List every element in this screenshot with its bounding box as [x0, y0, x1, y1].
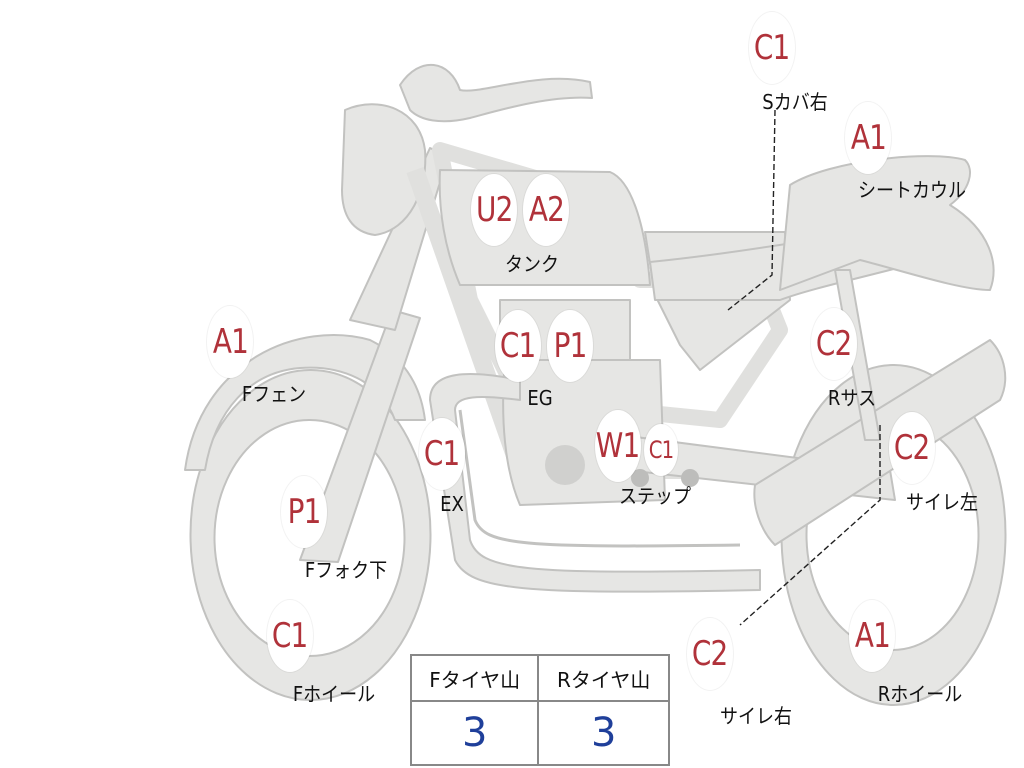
badge-seat-cowl: A1	[845, 102, 891, 174]
code-step-1: W1	[596, 426, 640, 466]
r-tire-header: Rタイヤ山	[537, 654, 670, 702]
leader-line-muffler	[739, 425, 881, 626]
badge-engine-2: P1	[547, 310, 593, 382]
label-engine: EG	[527, 386, 553, 410]
code-r-suspension: C2	[816, 324, 852, 364]
r-tire-value: 3	[537, 700, 670, 766]
badge-tank-1: U2	[471, 174, 517, 246]
badge-f-fender: A1	[207, 306, 253, 378]
label-f-fork-lower: Fフォク下	[304, 558, 388, 582]
step-peg-2	[681, 469, 699, 487]
label-muffler-right: サイレ右	[720, 704, 792, 728]
step-peg	[631, 469, 649, 487]
leader-line-s-cover	[727, 109, 776, 311]
label-step: ステップ	[619, 484, 691, 508]
badge-exhaust: C1	[419, 418, 465, 490]
label-f-wheel: Fホイール	[292, 682, 376, 706]
label-seat-cowl: シートカウル	[858, 178, 966, 202]
badge-muffler-right: C2	[687, 618, 733, 690]
muffler	[753, 339, 1007, 546]
label-r-suspension: Rサス	[827, 386, 877, 410]
exhaust-pipe-2	[458, 409, 741, 548]
badge-s-cover-right: C1	[749, 12, 795, 84]
f-tire-header: Fタイヤ山	[409, 654, 540, 702]
engine-cover-circle	[545, 445, 585, 485]
badge-muffler-left: C2	[889, 412, 935, 484]
code-muffler-right: C2	[692, 634, 728, 674]
badge-f-fork-lower: P1	[281, 476, 327, 548]
code-f-fork-lower: P1	[287, 492, 322, 532]
label-exhaust: EX	[440, 492, 464, 516]
front-fork	[299, 309, 421, 563]
badge-f-wheel: C1	[267, 600, 313, 672]
code-f-fender: A1	[212, 322, 248, 362]
badge-r-wheel: A1	[849, 600, 895, 672]
label-s-cover-right: Sカバ右	[762, 90, 828, 114]
code-exhaust: C1	[424, 434, 460, 474]
label-tank: タンク	[505, 252, 559, 276]
code-step-2: C1	[648, 436, 674, 464]
label-muffler-left: サイレ左	[906, 490, 978, 514]
badge-tank-2: A2	[523, 174, 569, 246]
code-seat-cowl: A1	[850, 118, 886, 158]
code-f-wheel: C1	[272, 616, 308, 656]
seat-cowl	[779, 155, 995, 291]
code-engine-2: P1	[553, 326, 588, 366]
f-tire-value: 3	[409, 700, 540, 766]
badge-step-1: W1	[595, 410, 641, 482]
code-tank-2: A2	[528, 190, 564, 230]
code-tank-1: U2	[475, 190, 513, 230]
badge-step-2: C1	[644, 424, 678, 476]
label-f-fender: Fフェン	[241, 382, 307, 406]
code-r-wheel: A1	[854, 616, 890, 656]
tire-table-header-row: Fタイヤ山 Rタイヤ山	[409, 654, 670, 702]
badge-engine-1: C1	[495, 310, 541, 382]
badge-r-suspension: C2	[811, 308, 857, 380]
tire-table-value-row: 3 3	[409, 700, 670, 766]
handlebar	[399, 64, 593, 123]
tire-tread-table: Fタイヤ山 Rタイヤ山 3 3	[409, 654, 670, 766]
code-engine-1: C1	[500, 326, 536, 366]
code-muffler-left: C2	[894, 428, 930, 468]
code-s-cover-right: C1	[754, 28, 790, 68]
label-r-wheel: Rホイール	[877, 682, 963, 706]
